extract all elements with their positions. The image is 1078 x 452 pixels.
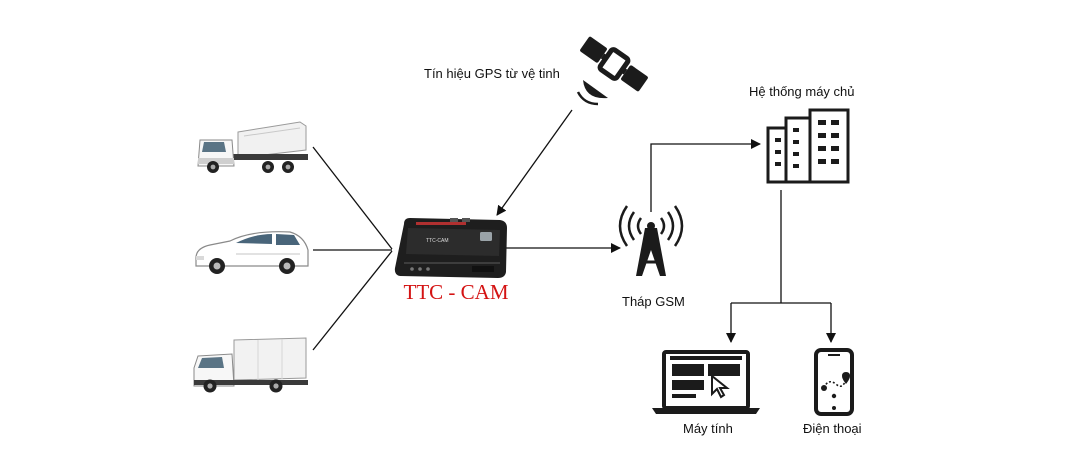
smartphone-icon <box>814 348 854 416</box>
server-building-icon <box>766 108 850 184</box>
truck-to-device-line <box>312 146 393 250</box>
satellite-icon <box>580 36 648 92</box>
computer-label: Máy tính <box>683 421 733 436</box>
satellite-to-device-arrow <box>496 109 573 216</box>
gps-signal-label: Tín hiệu GPS từ vệ tinh <box>424 66 560 81</box>
satellite-dish <box>576 80 608 106</box>
device-brand-text: TTC-CAM <box>426 238 449 244</box>
gsm-tower-label: Tháp GSM <box>622 294 685 309</box>
box-truck-icon <box>193 337 308 393</box>
car-icon <box>195 231 309 274</box>
gsm-tower-icon <box>618 205 684 276</box>
connection-lines <box>312 109 836 351</box>
tracking-device-icon: TTC-CAM <box>394 218 507 278</box>
phone-label: Điện thoại <box>803 421 862 436</box>
laptop-icon <box>652 350 760 414</box>
van-to-device-line <box>312 250 393 351</box>
device-title: TTC - CAM <box>403 280 509 304</box>
gsm-to-server-arrow <box>650 139 761 212</box>
server-system-label: Hệ thống máy chủ <box>749 84 855 99</box>
dump-truck-icon <box>197 121 308 173</box>
